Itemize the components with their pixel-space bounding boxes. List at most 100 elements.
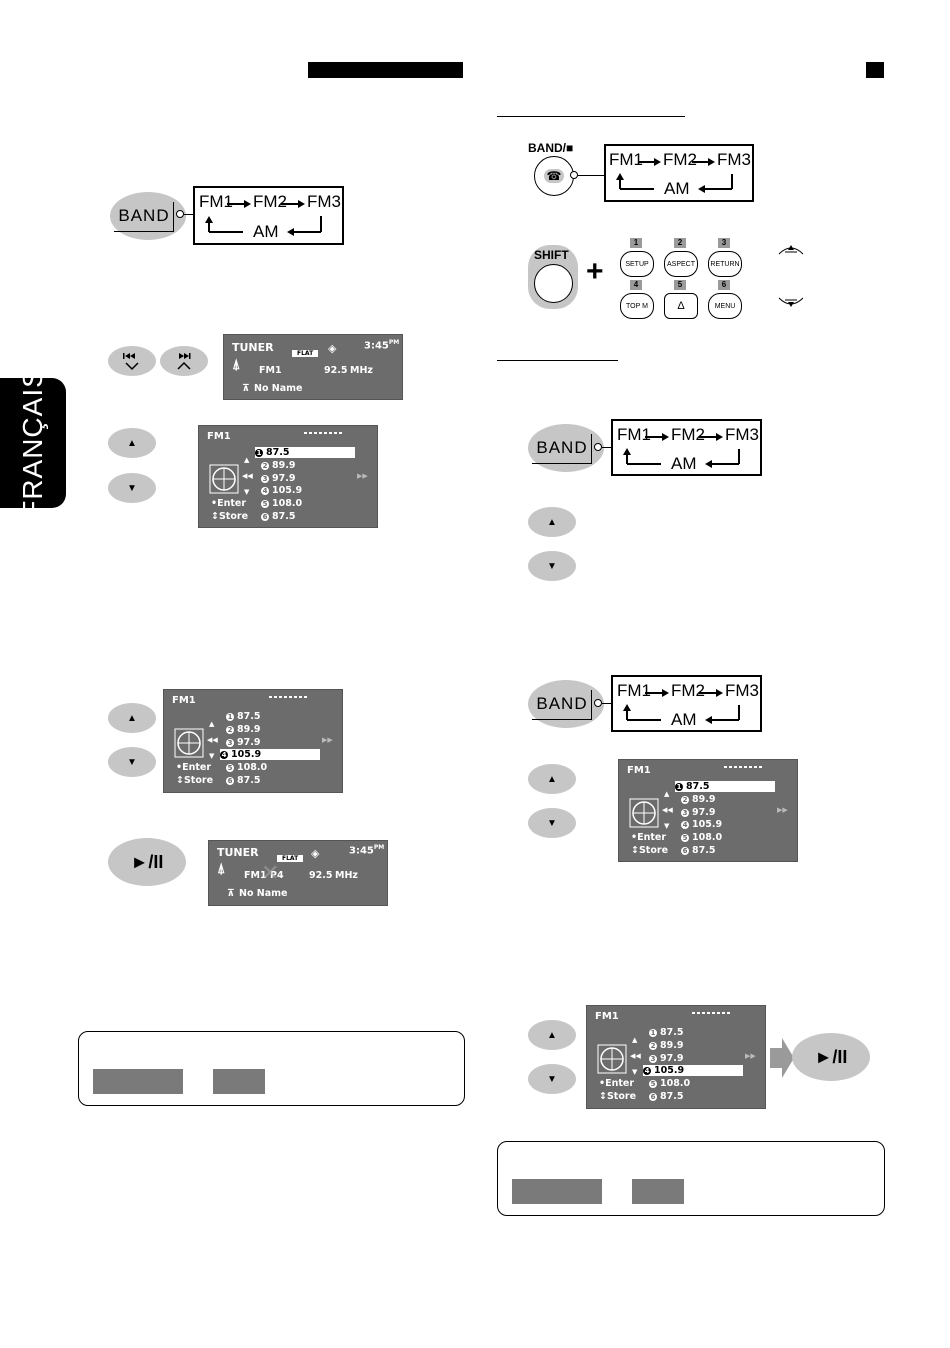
info-bar <box>93 1069 183 1094</box>
sound-mode-badge: FLAT <box>292 350 319 357</box>
top-menu-key[interactable]: TOP M <box>620 293 654 319</box>
down-arrow-icon: ▼ <box>547 560 557 572</box>
preset-band: FM1 <box>207 431 231 442</box>
play-pause-button[interactable]: ►/II <box>108 838 186 886</box>
scroll-up-icon: ▲ <box>244 456 250 464</box>
up-arrow-icon: ▲ <box>127 712 137 724</box>
station-name: No Name <box>254 383 303 394</box>
cycle-arrows <box>616 158 733 193</box>
band-am: AM <box>671 710 697 729</box>
store-hint: ↕Store <box>631 845 669 856</box>
up-button[interactable]: ▲ <box>108 428 156 458</box>
dial-icon <box>209 464 239 494</box>
scroll-down-icon: ▼ <box>632 1068 638 1076</box>
enter-hint: •Enter <box>176 762 212 773</box>
rewind-icon: ◀◀ <box>662 806 673 814</box>
scroll-up-icon: ▲ <box>664 790 670 798</box>
plus-sign: + <box>586 255 604 288</box>
seek-back-button[interactable] <box>108 346 156 376</box>
band-fm1: FM1 <box>199 192 233 211</box>
dial-icon <box>629 798 659 828</box>
enter-hint: •Enter <box>599 1078 635 1089</box>
up-button[interactable]: ▲ <box>528 507 576 537</box>
antenna-icon: ⍋ <box>232 357 241 373</box>
band-button[interactable]: BAND <box>110 192 186 240</box>
down-button[interactable]: ▼ <box>528 1064 576 1094</box>
header-title-bar <box>308 62 463 78</box>
return-key[interactable]: RETURN <box>708 251 742 277</box>
tuner-screen: TUNER FLAT ◈ 3:45PM ⍋ FM1 P4 ✕ 92.5 MHz … <box>208 840 388 906</box>
rewind-icon: ◀◀ <box>630 1052 641 1060</box>
seek-forward-button[interactable] <box>160 346 208 376</box>
down-button[interactable]: ▼ <box>528 551 576 581</box>
band-fm1: FM1 <box>617 425 651 444</box>
down-button[interactable]: ▼ <box>108 473 156 503</box>
band-fm2: FM2 <box>671 681 705 700</box>
up-arrow-icon: ▲ <box>547 1029 557 1041</box>
band-fm1: FM1 <box>617 681 651 700</box>
tuner-source: TUNER <box>232 341 274 354</box>
tuner-band: FM1 <box>244 870 267 881</box>
up-key[interactable]: Δ <box>664 293 698 319</box>
info-box <box>78 1031 465 1106</box>
connector-line <box>602 703 612 704</box>
aspect-key[interactable]: ASPECT <box>664 251 698 277</box>
up-button[interactable]: ▲ <box>528 1020 576 1050</box>
play-pause-button[interactable]: ►/II <box>792 1033 870 1081</box>
down-button[interactable]: ▼ <box>528 808 576 838</box>
scroll-down-icon: ▼ <box>244 488 250 496</box>
shift-button[interactable]: SHIFT <box>528 245 578 309</box>
band-cycle-diagram: FM1 FM2 FM3 AM <box>604 144 754 202</box>
band-am: AM <box>671 454 697 473</box>
section-rule <box>497 116 685 117</box>
info-bar <box>213 1069 265 1094</box>
band-remote-button[interactable]: ☎ <box>534 156 574 196</box>
key-number: 1 <box>630 238 642 248</box>
up-button[interactable]: ▲ <box>528 764 576 794</box>
tuner-unit: MHz <box>350 365 373 376</box>
menu-key[interactable]: MENU <box>708 293 742 319</box>
key-number: 5 <box>674 280 686 290</box>
band-button[interactable]: BAND <box>528 680 604 728</box>
down-button[interactable]: ▼ <box>108 747 156 777</box>
band-fm3: FM3 <box>717 150 751 169</box>
up-arrow-icon: ▲ <box>547 516 557 528</box>
station-name: No Name <box>239 888 288 899</box>
band-button[interactable]: BAND <box>528 424 604 472</box>
band-fm2: FM2 <box>663 150 697 169</box>
station-name-icon: ⊼ <box>227 888 235 899</box>
signal-indicator <box>724 766 764 768</box>
band-fm2: FM2 <box>253 192 287 211</box>
setup-key[interactable]: SETUP <box>620 251 654 277</box>
down-arrow-icon: ▼ <box>547 1073 557 1085</box>
next-step-arrow-icon <box>770 1038 794 1078</box>
connector-line <box>578 175 605 176</box>
shift-key-circle <box>534 264 573 303</box>
scroll-down-icon: ▼ <box>209 752 215 760</box>
up-button[interactable]: ▲ <box>108 703 156 733</box>
